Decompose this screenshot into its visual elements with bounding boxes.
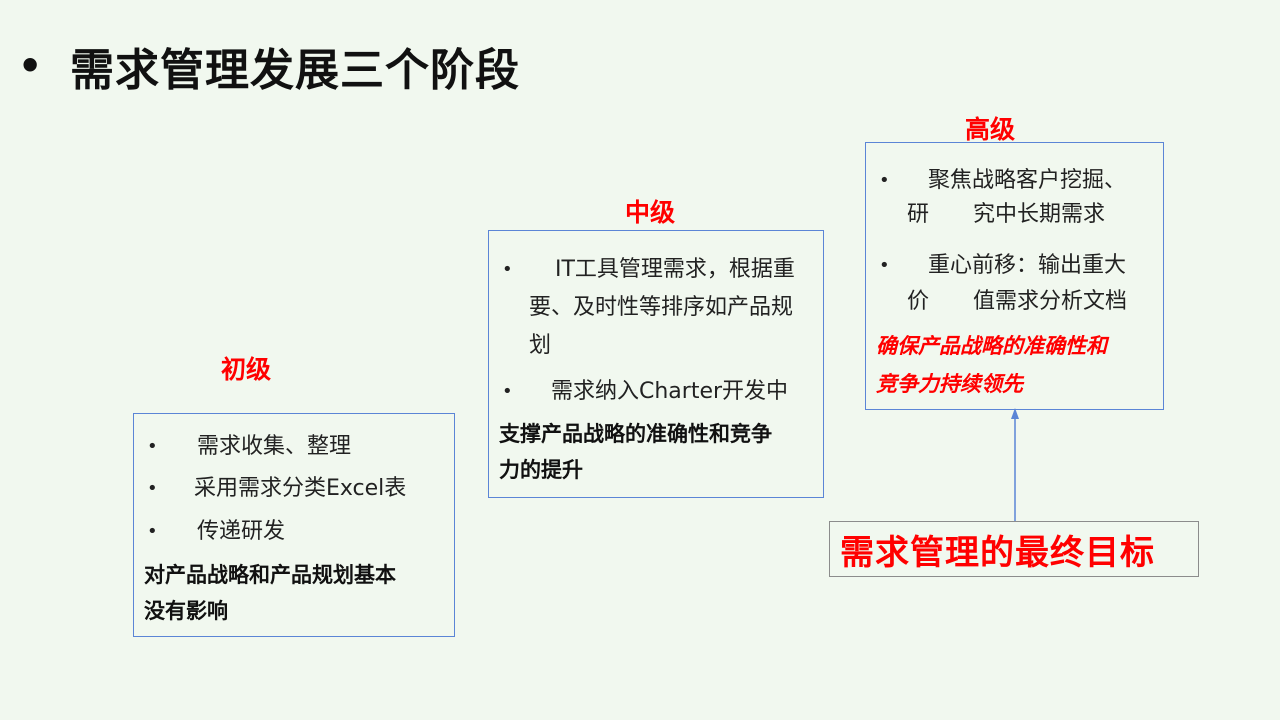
title-bullet: • (18, 44, 43, 88)
level-box-intermediate: • IT工具管理需求，根据重 要、及时性等排序如产品规 划 • 需求纳入Char… (488, 230, 824, 498)
level-label-beginner: 初级 (221, 355, 272, 384)
beginner-summary-line-2: 没有影响 (144, 599, 228, 623)
intermediate-bullet-1-line-1: IT工具管理需求，根据重 (555, 257, 795, 282)
bullet-dot: • (147, 436, 158, 457)
bullet-dot: • (502, 381, 513, 402)
advanced-summary-line-1: 确保产品战略的准确性和 (876, 334, 1107, 358)
beginner-summary-line-1: 对产品战略和产品规划基本 (144, 563, 396, 587)
goal-text: 需求管理的最终目标 (840, 532, 1155, 573)
advanced-bullet-2-line-1: 重心前移：输出重大 (928, 253, 1127, 278)
intermediate-bullet-1-line-3: 划 (529, 333, 552, 358)
beginner-bullet-3: 传递研发 (197, 519, 286, 544)
page-title-row: • 需求管理发展三个阶段 (18, 34, 520, 98)
intermediate-summary-line-1: 支撑产品战略的准确性和竞争 (499, 422, 772, 446)
bullet-dot: • (879, 170, 890, 191)
up-arrow-icon (1011, 408, 1019, 522)
beginner-bullet-2: 采用需求分类Excel表 (194, 476, 407, 501)
advanced-summary-line-2: 竞争力持续领先 (876, 372, 1023, 396)
bullet-dot: • (879, 255, 890, 276)
page-title: 需求管理发展三个阶段 (70, 45, 520, 96)
level-box-beginner: • 需求收集、整理 • 采用需求分类Excel表 • 传递研发 对产品战略和产品… (133, 413, 455, 637)
beginner-bullet-1: 需求收集、整理 (197, 434, 352, 459)
advanced-bullet-1-line-1: 聚焦战略客户挖掘、 (928, 168, 1127, 193)
intermediate-bullet-1-line-2: 要、及时性等排序如产品规 (529, 295, 794, 320)
advanced-bullet-2-line-2: 价 值需求分析文档 (907, 289, 1128, 314)
intermediate-bullet-2: 需求纳入Charter开发中 (551, 379, 789, 404)
bullet-dot: • (147, 478, 158, 499)
level-label-intermediate: 中级 (625, 198, 676, 227)
level-label-advanced: 高级 (965, 115, 1016, 144)
level-box-advanced: • 聚焦战略客户挖掘、 研 究中长期需求 • 重心前移：输出重大 价 值需求分析… (865, 142, 1164, 410)
goal-box: 需求管理的最终目标 (829, 521, 1199, 577)
bullet-dot: • (502, 259, 513, 280)
bullet-dot: • (147, 521, 158, 542)
advanced-bullet-1-line-2: 研 究中长期需求 (907, 202, 1106, 227)
intermediate-summary-line-2: 力的提升 (499, 458, 583, 482)
